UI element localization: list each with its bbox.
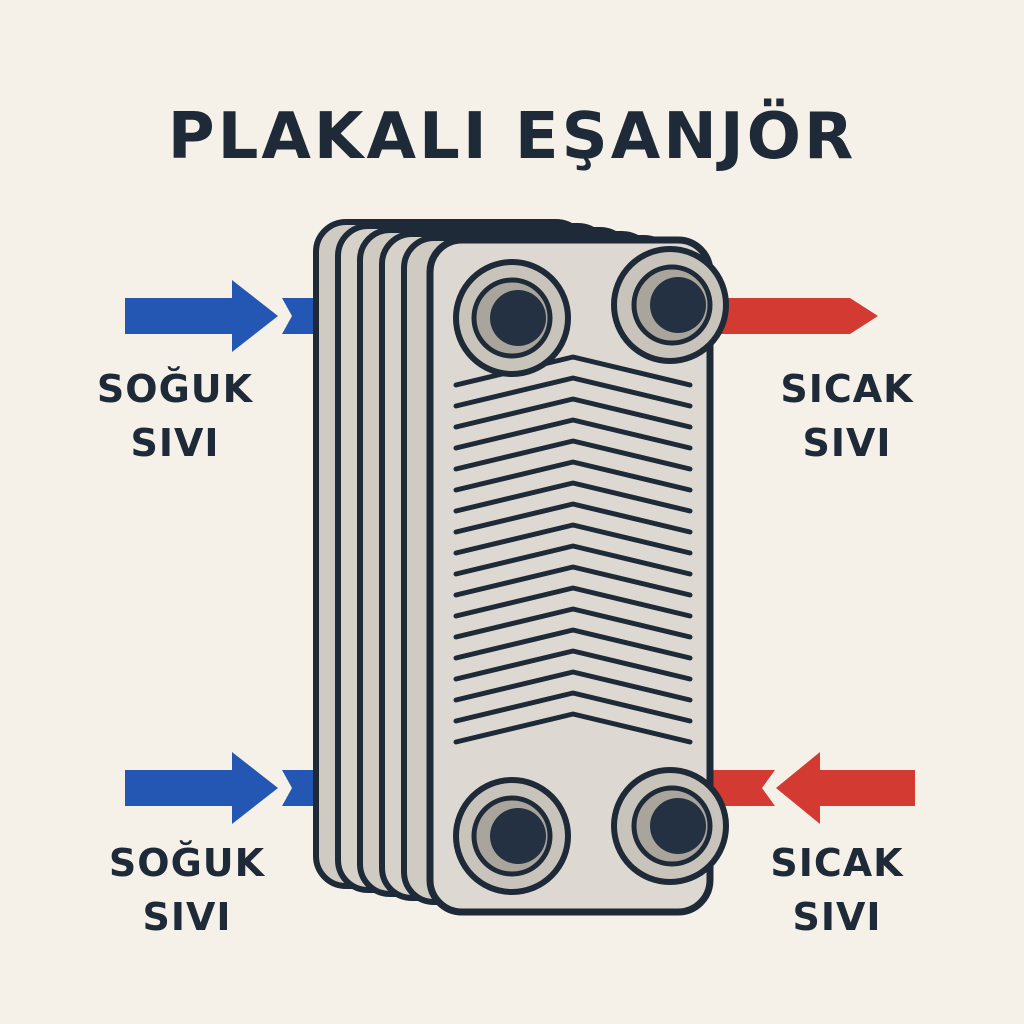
chevron-line [453, 648, 693, 682]
label-cold-liquid-bottom: SOĞUK SIVI [108, 841, 266, 939]
chevron-line [453, 522, 693, 556]
hot-outlet-arrow-top [712, 298, 878, 334]
chevron-line [453, 501, 693, 535]
port-bottom-left [453, 777, 571, 895]
chevron-pattern [453, 354, 693, 745]
port-top-right [611, 246, 729, 364]
chevron-line [453, 669, 693, 703]
label-cold-liquid-top: SOĞUK SIVI [96, 367, 254, 465]
port-top-left [453, 259, 571, 377]
chevron-line [453, 690, 693, 724]
chevron-line [453, 606, 693, 640]
front-plate [426, 236, 714, 916]
chevron-line [453, 480, 693, 514]
chevron-line [453, 417, 693, 451]
diagram-title: PLAKALI EŞANJÖR [167, 100, 857, 174]
label-hot-liquid-top: SICAK SIVI [780, 367, 914, 465]
chevron-line [453, 375, 693, 409]
port-bottom-right [611, 767, 729, 885]
chevron-line [453, 711, 693, 745]
chevron-line [453, 354, 693, 388]
chevron-line [453, 396, 693, 430]
hot-inlet-arrow-bottom [705, 752, 915, 824]
chevron-line [453, 543, 693, 577]
chevron-line [453, 459, 693, 493]
chevron-line [453, 564, 693, 598]
label-hot-liquid-bottom: SICAK SIVI [770, 841, 904, 939]
chevron-line [453, 627, 693, 661]
chevron-line [453, 438, 693, 472]
chevron-line [453, 585, 693, 619]
